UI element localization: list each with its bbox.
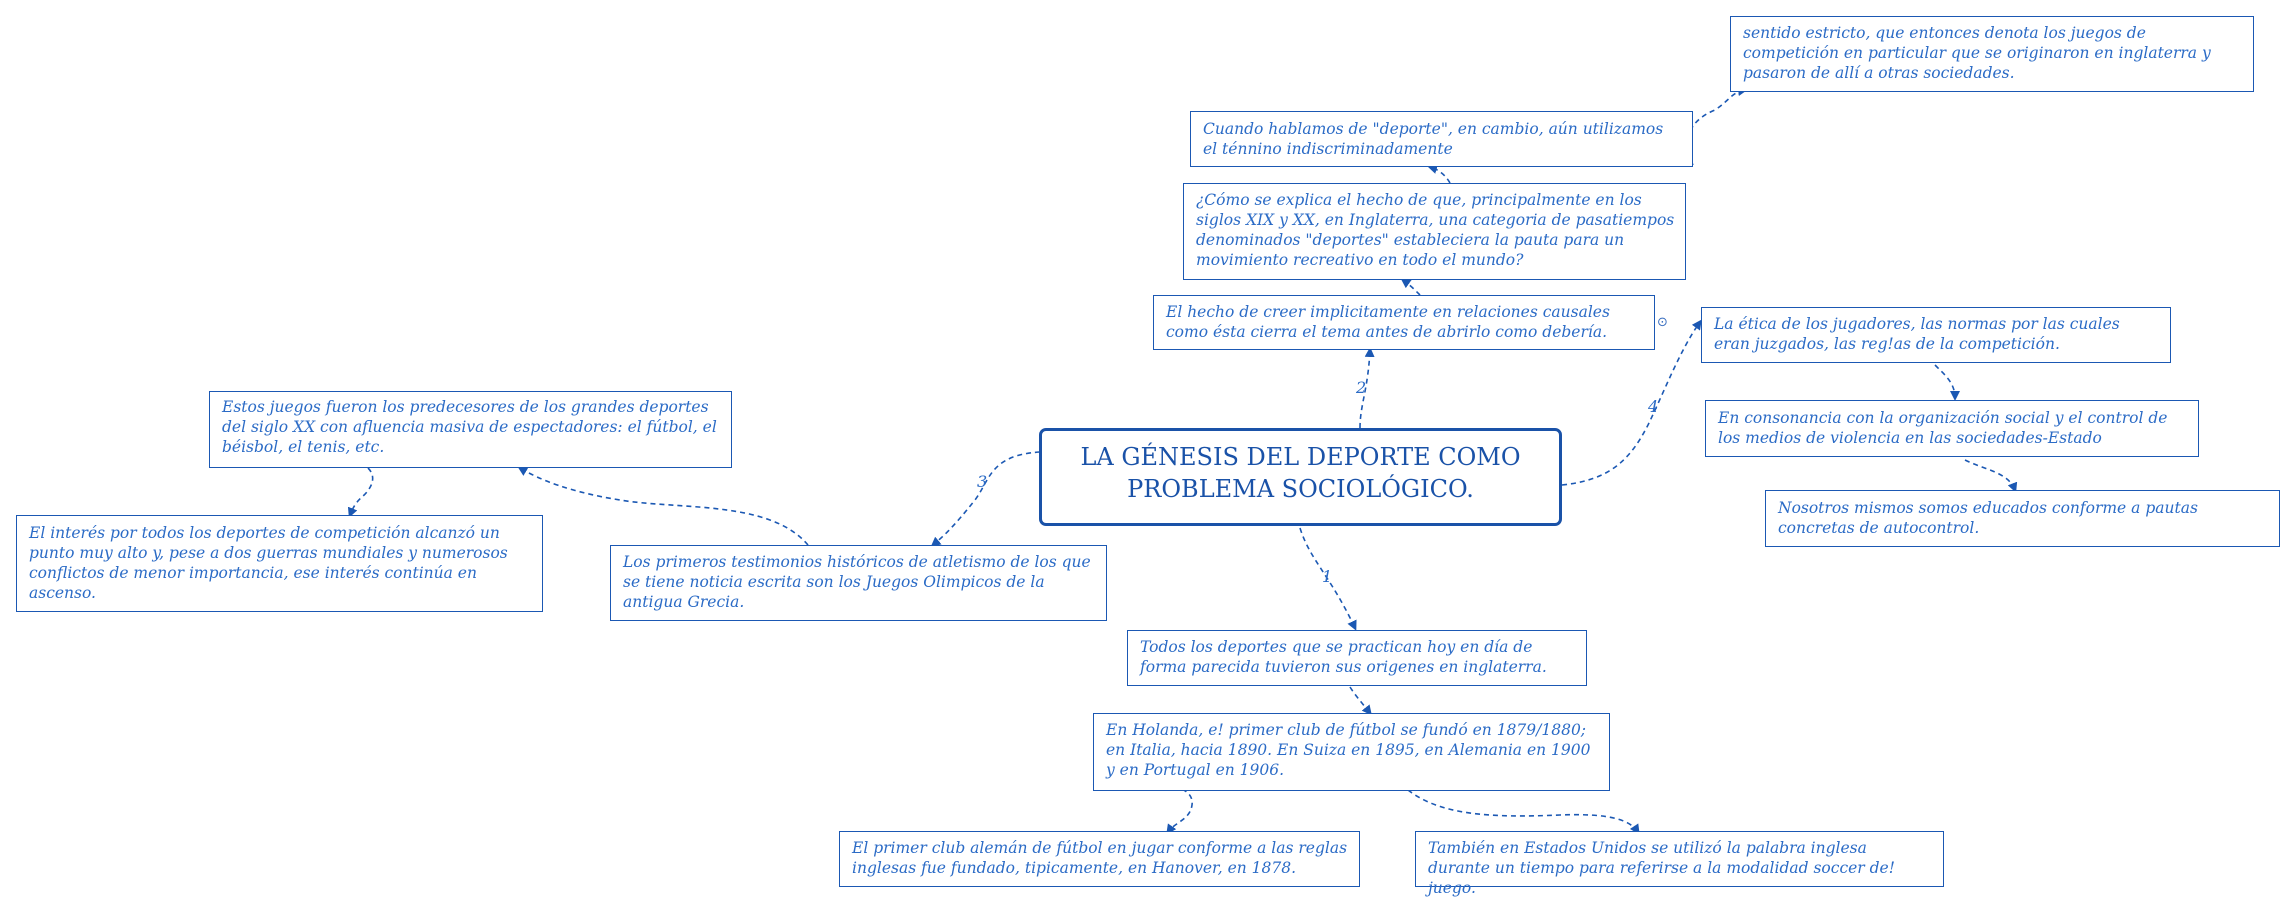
node-sentido-estricto[interactable]: sentido estricto, que entonces denota lo… [1730,16,2254,92]
node-text: En Holanda, e! primer club de fútbol se … [1106,721,1591,779]
node-text: La ética de los jugadores, las normas po… [1714,315,2120,353]
connector-primeros-to-predecesores [517,466,809,546]
node-etica-jugadores[interactable]: La ética de los jugadores, las normas po… [1701,307,2171,363]
node-cuando-hablamos[interactable]: Cuando hablamos de "deporte", en cambio,… [1190,111,1693,167]
connector-etica-to-consonancia [1934,364,1960,401]
node-consonancia-organizacion[interactable]: En consonancia con la organización socia… [1705,400,2199,457]
node-primeros-testimonios[interactable]: Los primeros testimonios históricos de a… [610,545,1107,621]
edge-label-2: 2 [1356,378,1367,397]
node-como-se-explica[interactable]: ¿Cómo se explica el hecho de que, princi… [1183,183,1686,280]
node-text: También en Estados Unidos se utilizó la … [1428,839,1895,897]
connector-hablamos-to-sentido [1686,86,1748,166]
connector-central-to-primeros [930,451,1041,547]
connector-creer-to-como [1400,278,1421,296]
node-nosotros-educados[interactable]: Nosotros mismos somos educados conforme … [1765,490,2280,547]
node-juegos-predecesores[interactable]: Estos juegos fueron los predecesores de … [209,391,732,468]
connector-holanda-to-eeuu [1407,789,1640,835]
node-estados-unidos[interactable]: También en Estados Unidos se utilizó la … [1415,831,1944,897]
edge-label-4: 4 [1648,397,1659,416]
connector-central-to-etica [1561,319,1702,486]
connector-todos-to-holanda [1349,686,1372,716]
edge-label-1: 1 [1322,567,1333,586]
connector-consonancia-to-nosotros [1964,459,2018,493]
node-text: ¿Cómo se explica el hecho de que, princi… [1196,191,1675,269]
node-text: sentido estricto, que entonces denota lo… [1743,24,2211,82]
connector-central-to-todos [1299,527,1357,631]
connector-predecesores-to-interes [347,467,374,518]
edge-label-3: 3 [977,472,988,491]
central-topic-title: LA GÉNESIS DEL DEPORTE COMO PROBLEMA SOC… [1080,443,1521,503]
node-text: Los primeros testimonios históricos de a… [623,553,1091,611]
node-text: En consonancia con la organización socia… [1718,409,2168,447]
node-text: El hecho de creer implicitamente en rela… [1166,303,1610,341]
node-todos-los-deportes[interactable]: Todos los deportes que se practican hoy … [1127,630,1587,686]
node-interes-deportes[interactable]: El interés por todos los deportes de com… [16,515,543,612]
node-club-aleman[interactable]: El primer club alemán de fútbol en jugar… [839,831,1360,887]
node-creer-relaciones-causales[interactable]: El hecho de creer implicitamente en rela… [1153,295,1655,350]
node-text: Todos los deportes que se practican hoy … [1140,638,1547,676]
node-text: Nosotros mismos somos educados conforme … [1778,499,2198,537]
node-holanda-clubes[interactable]: En Holanda, e! primer club de fútbol se … [1093,713,1610,791]
central-topic[interactable]: LA GÉNESIS DEL DEPORTE COMO PROBLEMA SOC… [1039,428,1562,526]
node-text: Cuando hablamos de "deporte", en cambio,… [1203,120,1664,158]
node-text: Estos juegos fueron los predecesores de … [222,398,717,456]
node-text: El interés por todos los deportes de com… [29,524,508,602]
node-text: El primer club alemán de fútbol en jugar… [852,839,1348,877]
connector-como-to-hablamos [1427,164,1451,184]
collapse-marker-icon[interactable]: ⊙ [1657,315,1668,330]
